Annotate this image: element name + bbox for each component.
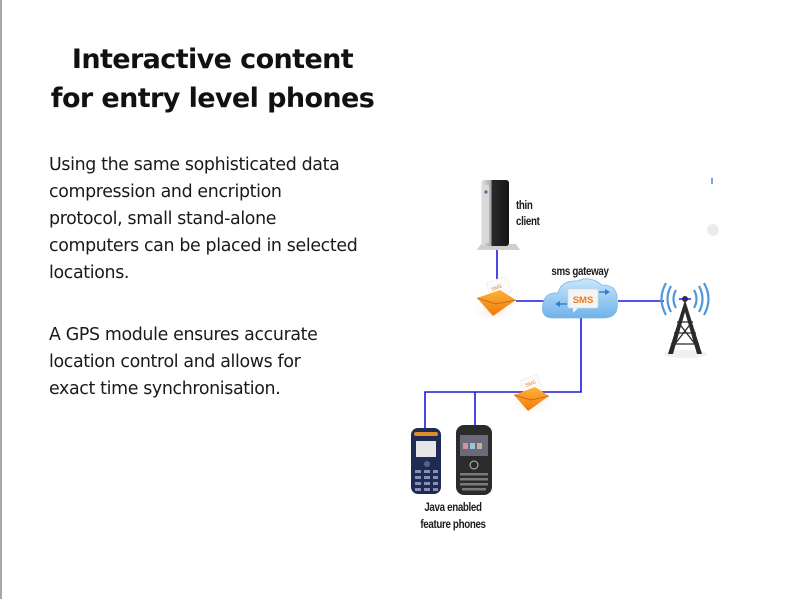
sms-envelope-icon: SMS [468,275,520,324]
cropped-shadow-fragment [707,224,719,236]
text-line: A GPS module ensures accurate [49,325,318,345]
title-line: for entry level phones [50,83,375,114]
text-line: computers can be placed in selected [49,236,358,256]
cloud-icon: SMS [542,278,618,319]
text-line: location control and allows for [49,352,301,372]
paragraph-gps: A GPS module ensures accurate location c… [49,322,389,403]
slide-title: Interactive content for entry level phon… [40,40,385,118]
svg-text:SMS: SMS [491,283,504,293]
svg-text:SMS: SMS [573,295,594,306]
text-line: locations. [49,263,130,283]
connector-gateway-phones [424,316,582,430]
cropped-icon-fragment [711,178,713,184]
thin-client-label: thin client [516,200,540,228]
slide-left-border [0,0,2,599]
text-line: compression and encription [49,182,282,202]
paragraph-thin-client: Using the same sophisticated data compre… [49,152,389,287]
feature-phone-icon [411,428,441,494]
text-line: exact time synchronisation. [49,379,281,399]
cell-tower-icon [660,282,710,358]
svg-text:SMS: SMS [525,379,538,389]
title-line: Interactive content [71,44,354,75]
text-line: protocol, small stand-alone [49,209,277,229]
sms-envelope-icon: SMS [505,373,559,416]
text-line: Using the same sophisticated data [49,155,340,175]
sms-gateway-label: sms gateway [551,266,609,278]
feature-phones-label: Java enabled feature phones [420,502,486,531]
thin-client-computer-icon [477,180,520,250]
connectors [424,250,664,430]
feature-phone-icon [456,425,492,495]
